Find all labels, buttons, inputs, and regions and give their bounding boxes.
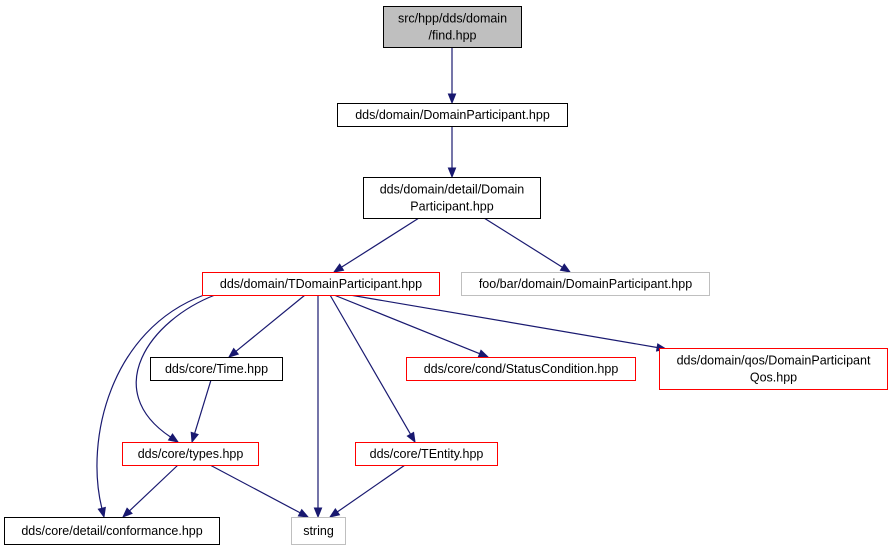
edge-tdp-to-qos <box>349 294 668 352</box>
edge-line <box>341 217 420 268</box>
node-label: dds/core/cond/StatusCondition.hpp <box>424 362 619 376</box>
node-label: dds/core/detail/conformance.hpp <box>21 524 202 538</box>
node-label: dds/domain/qos/DomainParticipant <box>677 354 871 368</box>
arrowhead <box>97 506 106 519</box>
node-box <box>659 348 888 390</box>
edge-line <box>349 294 658 349</box>
node-box <box>355 442 498 466</box>
node-box <box>291 517 346 545</box>
arrowhead <box>559 263 572 273</box>
node-box <box>202 272 440 296</box>
edge-line <box>194 379 212 434</box>
node-label: string <box>303 524 334 538</box>
arrowhead <box>297 508 310 518</box>
node-label: dds/domain/TDomainParticipant.hpp <box>220 277 422 291</box>
arrowhead <box>122 507 133 518</box>
edge-line <box>235 294 306 352</box>
node-tentity[interactable]: dds/core/TEntity.hpp <box>355 442 498 466</box>
edge-tdp-to-string <box>313 295 323 519</box>
node-tdp[interactable]: dds/domain/TDomainParticipant.hpp <box>202 272 440 296</box>
node-label: dds/core/Time.hpp <box>165 362 268 376</box>
node-find[interactable]: src/hpp/dds/domain/find.hpp <box>383 6 522 48</box>
edge-types-to-conf <box>122 464 179 518</box>
edge-tdp-to-types <box>135 294 216 443</box>
node-box <box>150 357 283 381</box>
arrowhead <box>406 431 416 444</box>
node-box <box>363 177 541 219</box>
edge-tdp-to-time <box>227 294 306 358</box>
edge-types-to-string <box>209 464 310 518</box>
node-types[interactable]: dds/core/types.hpp <box>122 442 259 466</box>
edge-tdp-to-conf <box>96 294 205 519</box>
node-string[interactable]: string <box>291 517 346 545</box>
node-box <box>4 517 220 545</box>
edges-layer <box>96 47 668 519</box>
edge-detail_dp-to-foo <box>483 217 572 273</box>
node-dp[interactable]: dds/domain/DomainParticipant.hpp <box>337 103 568 127</box>
node-detail-dp[interactable]: dds/domain/detail/DomainParticipant.hpp <box>363 177 541 219</box>
edge-line <box>129 464 179 512</box>
node-label: src/hpp/dds/domain <box>398 12 507 26</box>
arrowhead <box>447 93 457 105</box>
arrowhead <box>227 347 240 358</box>
edge-tdp-to-tentity <box>329 294 416 444</box>
node-label: Participant.hpp <box>410 200 493 214</box>
arrowhead <box>190 431 199 444</box>
edge-line <box>329 294 412 435</box>
node-box <box>461 272 710 296</box>
edge-tdp-to-status <box>333 294 490 358</box>
edge-line <box>96 294 205 509</box>
node-label: dds/domain/detail/Domain <box>380 183 525 197</box>
arrowhead <box>167 433 180 443</box>
edge-time-to-types <box>190 379 212 444</box>
edge-line <box>135 294 216 438</box>
arrowhead <box>447 167 457 179</box>
edge-line <box>333 294 480 355</box>
edge-line <box>209 464 301 514</box>
node-conf[interactable]: dds/core/detail/conformance.hpp <box>4 517 220 545</box>
node-box <box>406 357 636 381</box>
arrowhead <box>477 349 490 358</box>
edge-line <box>337 464 406 513</box>
edge-tentity-to-string <box>328 464 406 518</box>
arrowhead <box>313 507 323 519</box>
node-box <box>383 6 522 48</box>
arrowhead <box>328 508 341 518</box>
arrowhead <box>332 263 345 273</box>
node-status[interactable]: dds/core/cond/StatusCondition.hpp <box>406 357 636 381</box>
edge-line <box>483 217 563 268</box>
node-label: dds/core/types.hpp <box>138 447 244 461</box>
node-box <box>337 103 568 127</box>
edge-find-to-dp <box>447 47 457 105</box>
edge-detail_dp-to-tdp <box>332 217 420 273</box>
node-box <box>122 442 259 466</box>
node-time[interactable]: dds/core/Time.hpp <box>150 357 283 381</box>
node-label: dds/core/TEntity.hpp <box>370 447 484 461</box>
nodes-layer: src/hpp/dds/domain/find.hpp dds/domain/Do… <box>4 6 888 545</box>
node-foo[interactable]: foo/bar/domain/DomainParticipant.hpp <box>461 272 710 296</box>
edge-dp-to-detail_dp <box>447 126 457 179</box>
node-label: foo/bar/domain/DomainParticipant.hpp <box>479 277 692 291</box>
node-label: dds/domain/DomainParticipant.hpp <box>355 108 550 122</box>
node-label: /find.hpp <box>429 29 477 43</box>
node-label: Qos.hpp <box>750 371 797 385</box>
